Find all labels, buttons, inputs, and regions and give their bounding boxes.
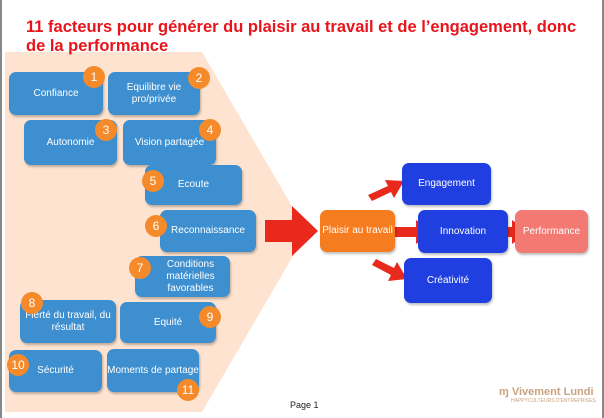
outcome-innovation: Innovation	[418, 210, 508, 253]
badge-8: 8	[21, 292, 43, 314]
logo-subtitle: HAPPYCULTEURS D'ENTREPRISES	[511, 398, 596, 404]
arrow-to-creativite	[372, 259, 407, 281]
badge-5: 5	[142, 170, 164, 192]
arrow-to-engagement	[368, 180, 404, 201]
badge-9: 9	[199, 306, 221, 328]
page-number: Page 1	[290, 400, 319, 410]
factor-equilibre: Equilibre vie pro/privée	[108, 72, 200, 115]
factor-conditions: Conditions matérielles favorables	[135, 256, 230, 297]
center-plaisir: Plaisir au travail	[320, 210, 395, 252]
badge-3: 3	[95, 119, 117, 141]
badge-2: 2	[188, 67, 210, 89]
logo-icon: ɱ	[499, 386, 509, 398]
badge-10: 10	[7, 354, 29, 376]
badge-1: 1	[83, 66, 105, 88]
outcome-performance: Performance	[515, 210, 588, 253]
badge-6: 6	[145, 215, 167, 237]
slide-title: 11 facteurs pour générer du plaisir au t…	[26, 18, 577, 55]
logo-text: Vivement Lundi	[511, 386, 594, 398]
outcome-engagement: Engagement	[402, 163, 491, 205]
badge-11: 11	[177, 379, 199, 401]
badge-7: 7	[129, 257, 151, 279]
badge-4: 4	[199, 119, 221, 141]
outcome-creativite: Créativité	[404, 258, 492, 303]
factor-reconnaissance: Reconnaissance	[160, 210, 256, 252]
big-arrow	[265, 206, 318, 256]
